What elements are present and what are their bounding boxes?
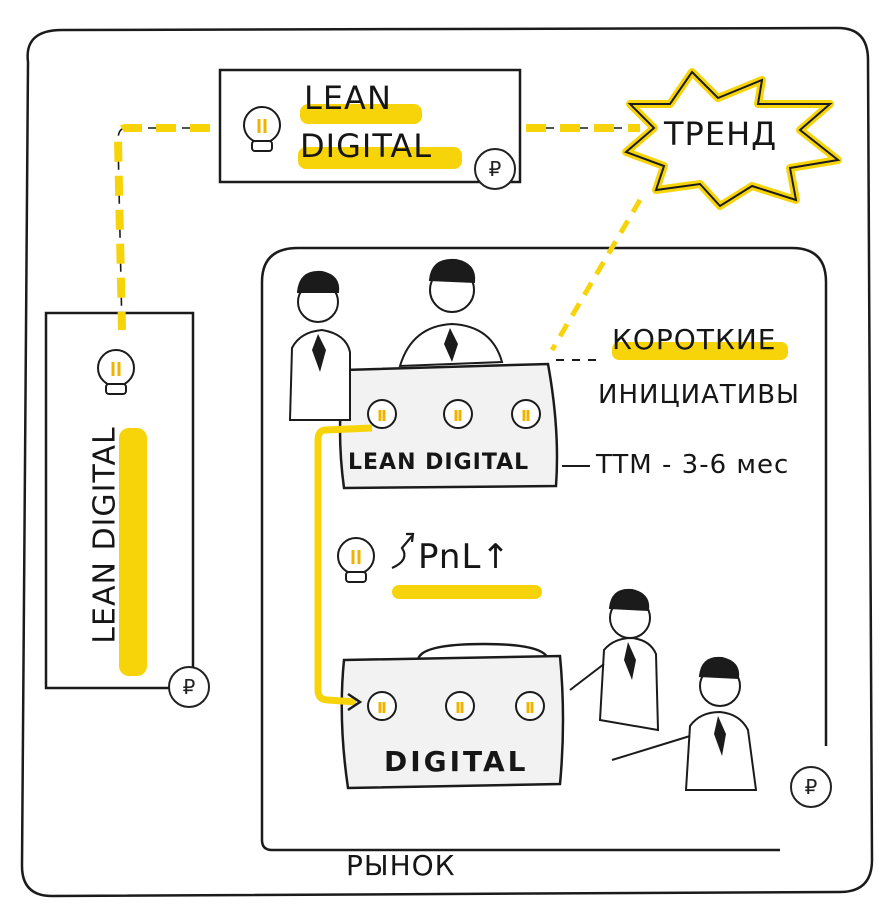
- digital-bag-handle: [416, 642, 550, 661]
- person-lower-left: [569, 588, 660, 732]
- market-label: РЫНОК: [346, 849, 456, 882]
- bulb-pnl-icon: [337, 537, 375, 583]
- top-card-currency: ₽: [474, 148, 516, 190]
- dash-left: [113, 124, 210, 331]
- highlight-short: [612, 342, 788, 360]
- bulb-lean-1-icon: [367, 399, 397, 429]
- dash-left-ink: [117, 127, 210, 331]
- ttm-text: TTM - 3-6 мес: [596, 450, 790, 480]
- bulb-side-icon: [97, 349, 135, 395]
- bulb-top-icon: [243, 106, 281, 152]
- bag-connector: [314, 424, 373, 706]
- top-card-box: [218, 68, 522, 184]
- person-upper-right: [398, 258, 504, 368]
- trend-label: ТРЕНД: [664, 115, 778, 153]
- highlight-digital: [298, 147, 462, 169]
- side-card-currency: ₽: [168, 666, 210, 708]
- highlight-lean: [300, 104, 422, 124]
- bulb-digital-3-icon: [515, 691, 545, 721]
- bulb-lean-3-icon: [511, 399, 541, 429]
- highlight-pnl: [392, 585, 542, 599]
- top-card-line1: LEAN: [304, 79, 392, 117]
- short-line2: ИНИЦИАТИВЫ: [598, 380, 800, 410]
- person-lower-right: [611, 656, 758, 791]
- inner-frame: [260, 246, 828, 746]
- short-line1: КОРОТКИЕ: [612, 323, 777, 356]
- side-card-label: LEAN DIGITAL: [87, 426, 123, 644]
- bulb-digital-2-icon: [445, 691, 475, 721]
- dash-down: [549, 198, 643, 352]
- top-card-line2: DIGITAL: [300, 127, 433, 165]
- bulb-lean-2-icon: [443, 399, 473, 429]
- growth-arrow-icon: [391, 532, 415, 570]
- person-upper-left: [288, 270, 351, 421]
- inner-frame-left: [260, 282, 780, 852]
- lean-bag-label: LEAN DIGITAL: [348, 450, 530, 475]
- highlight-side: [119, 428, 147, 676]
- pnl-text: PnL↑: [418, 537, 511, 577]
- digital-bag-label: DIGITAL: [384, 745, 529, 778]
- bulb-digital-1-icon: [367, 691, 397, 721]
- market-frame: [20, 26, 874, 898]
- inner-currency: ₽: [790, 766, 832, 808]
